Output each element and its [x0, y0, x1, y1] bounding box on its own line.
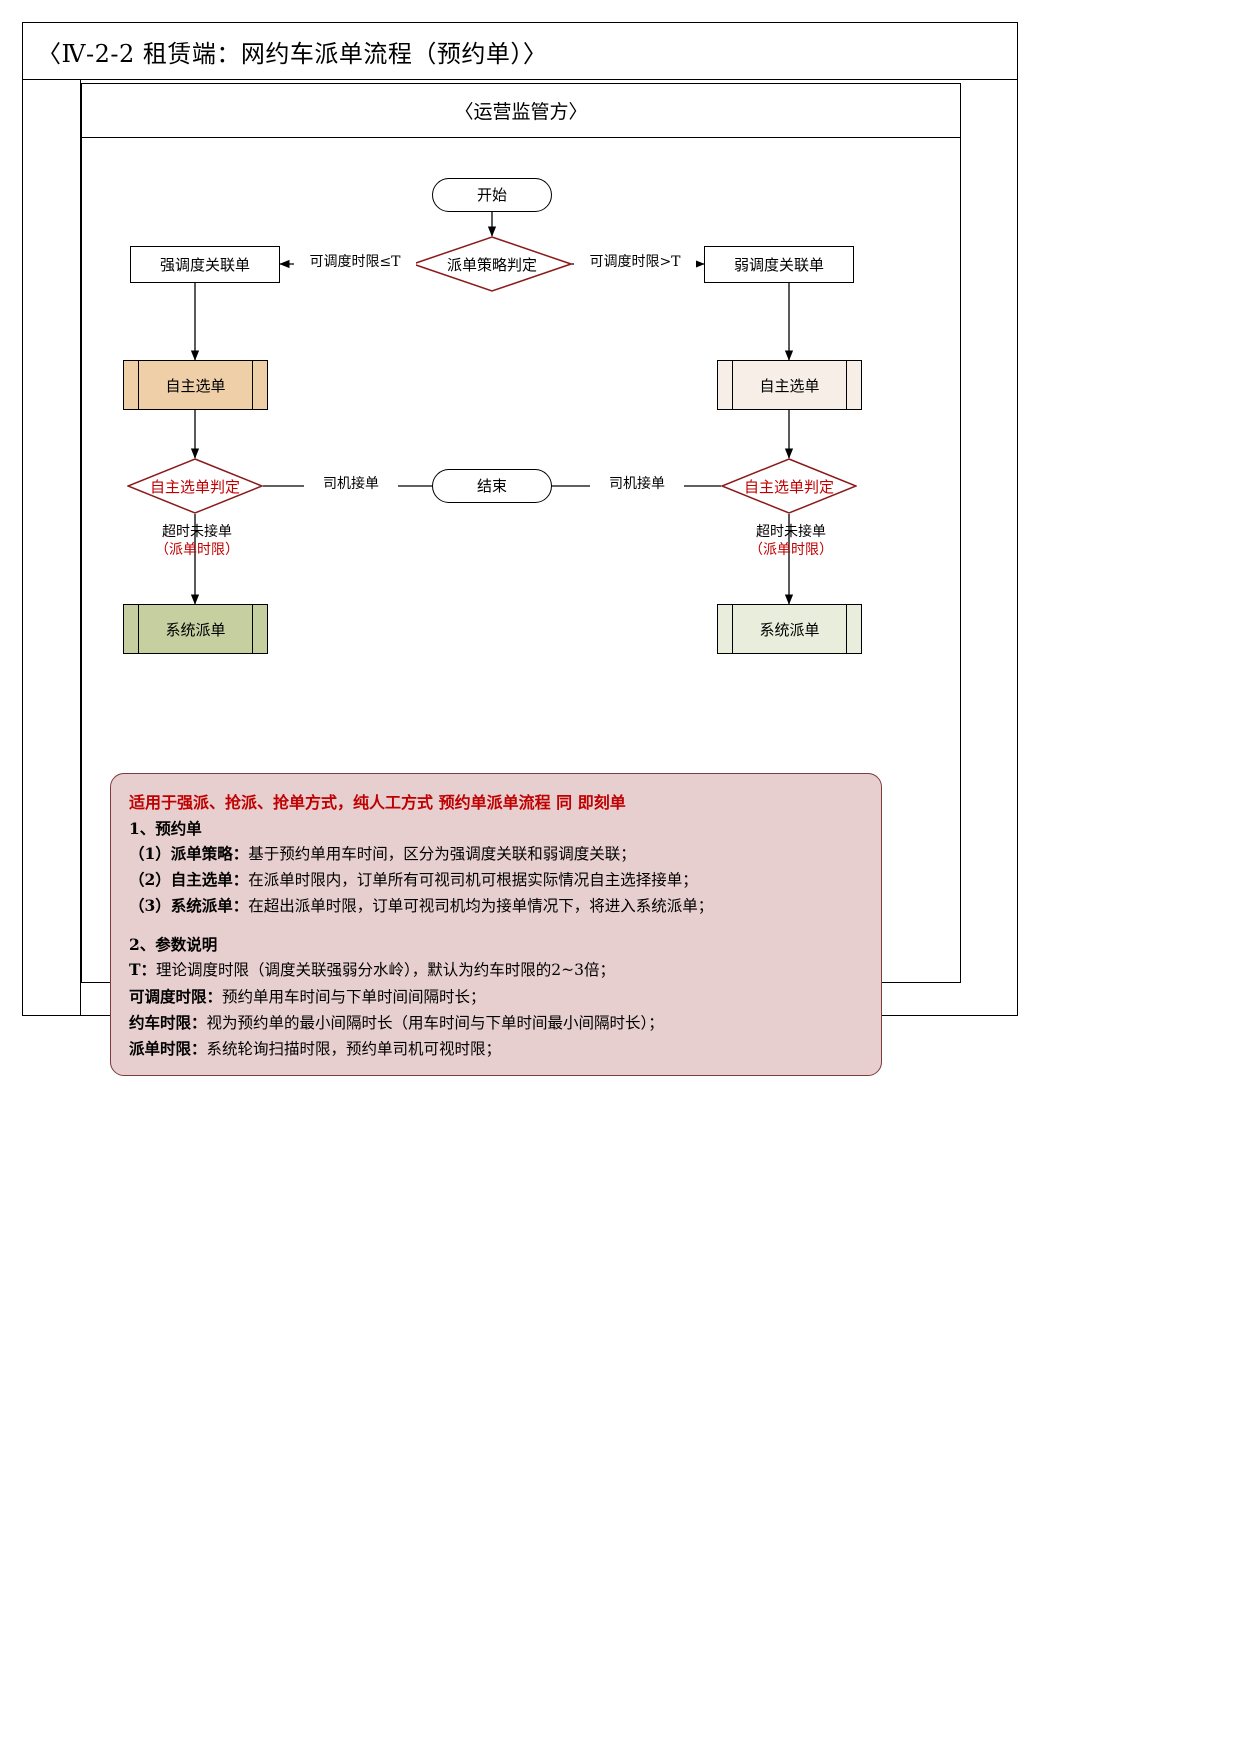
- edge-label-timeout-left-line2: （派单时限）: [155, 541, 239, 558]
- node-system-dispatch-left-label: 系统派单: [165, 620, 226, 639]
- notes-param: 约车时限：视为预约单的最小间隔时长（用车时间与下单时间最小间隔时长）；: [129, 1010, 863, 1036]
- node-self-select-right-label: 自主选单: [759, 376, 820, 395]
- swimlane-panel: 〈运营监管方〉: [81, 83, 961, 1076]
- node-strong-dispatch-link[interactable]: 强调度关联单: [130, 246, 280, 283]
- node-start-label: 开始: [476, 186, 507, 204]
- notes-param: 可调度时限：预约单用车时间与下单时间间隔时长；: [129, 984, 863, 1010]
- notes-item-label: （1）派单策略：: [129, 844, 249, 864]
- notes-item-label: （2）自主选单：: [129, 870, 249, 890]
- notes-callout: 适用于强派、抢派、抢单方式，纯人工方式 预约单派单流程 同 即刻单 1、预约单 …: [110, 773, 882, 1076]
- node-end-label: 结束: [476, 477, 507, 495]
- edge-label-driver-accept-left: 司机接单: [304, 476, 398, 494]
- notes-param-text: 视为预约单的最小间隔时长（用车时间与下单时间最小间隔时长）；: [206, 1013, 664, 1032]
- node-self-select-decision-right-label: 自主选单判定: [743, 477, 834, 496]
- node-system-dispatch-right[interactable]: 系统派单: [717, 604, 862, 654]
- notes-item: （2）自主选单：在派单时限内，订单所有可视司机可根据实际情况自主选择接单；: [129, 867, 863, 893]
- predef-bar-left: [138, 605, 140, 653]
- node-system-dispatch-right-label: 系统派单: [759, 620, 820, 639]
- predef-bar-right: [251, 361, 253, 409]
- notes-param-text: 预约单用车时间与下单时间间隔时长；: [222, 987, 486, 1006]
- node-weak-dispatch-link-label: 弱调度关联单: [733, 255, 824, 274]
- notes-item-label: （3）系统派单：: [129, 896, 249, 916]
- notes-param-text: 理论调度时限（调度关联强弱分水岭），默认为约车时限的2~3倍；: [156, 961, 616, 980]
- node-weak-dispatch-link[interactable]: 弱调度关联单: [704, 246, 854, 283]
- notes-param: 派单时限：系统轮询扫描时限，预约单司机可视时限；: [129, 1036, 863, 1062]
- edge-label-schedulable-gt-t: 可调度时限>T: [574, 254, 696, 272]
- page-title: 〈Ⅳ-2-2 租赁端：网约车派单流程（预约单）〉: [37, 39, 548, 68]
- node-self-select-decision-right[interactable]: 自主选单判定: [721, 458, 857, 514]
- predef-bar-right: [845, 361, 847, 409]
- notes-item: （3）系统派单：在超出派单时限，订单可视司机均为接单情况下，将进入系统派单；: [129, 893, 863, 919]
- notes-param-label: T：: [129, 960, 157, 980]
- node-self-select-decision-left[interactable]: 自主选单判定: [127, 458, 263, 514]
- edge-label-driver-accept-right: 司机接单: [590, 476, 684, 494]
- edge-label-schedulable-lte-t: 可调度时限≤T: [294, 254, 416, 272]
- notes-param-label: 约车时限：: [129, 1012, 207, 1032]
- swimlane-header-label: 〈运营监管方〉: [454, 101, 588, 123]
- predef-bar-left: [732, 605, 734, 653]
- left-gutter-column: [23, 80, 81, 1016]
- document-title-bar: 〈Ⅳ-2-2 租赁端：网约车派单流程（预约单）〉: [23, 23, 1017, 80]
- node-self-select-left-label: 自主选单: [165, 376, 226, 395]
- predef-bar-right: [251, 605, 253, 653]
- node-strong-dispatch-link-label: 强调度关联单: [159, 255, 250, 274]
- notes-param-text: 系统轮询扫描时限，预约单司机可视时限；: [206, 1039, 502, 1058]
- edge-label-timeout-right: 超时未接单 （派单时限）: [714, 524, 868, 559]
- edge-label-timeout-left-line1: 超时未接单: [162, 524, 232, 540]
- flowchart-canvas: 开始 派单策略判定 可调度时限≤T 可调度时限>T 强调度关联单 弱调度关联单: [82, 138, 960, 1076]
- edge-label-timeout-right-line1: 超时未接单: [756, 524, 826, 540]
- predef-bar-left: [138, 361, 140, 409]
- notes-highlight: 适用于强派、抢派、抢单方式，纯人工方式 预约单派单流程 同 即刻单: [129, 793, 626, 812]
- notes-param-label: 可调度时限：: [129, 986, 223, 1006]
- notes-param: T：理论调度时限（调度关联强弱分水岭），默认为约车时限的2~3倍；: [129, 957, 863, 983]
- notes-item: （1）派单策略：基于预约单用车时间，区分为强调度关联和弱调度关联；: [129, 841, 863, 867]
- predef-bar-left: [732, 361, 734, 409]
- node-dispatch-strategy-decision[interactable]: 派单策略判定: [412, 236, 572, 292]
- swimlane-header: 〈运营监管方〉: [82, 84, 960, 138]
- notes-spacer: [129, 919, 863, 932]
- notes-item-text: 基于预约单用车时间，区分为强调度关联和弱调度关联；: [248, 845, 636, 864]
- edge-label-timeout-left: 超时未接单 （派单时限）: [120, 524, 274, 559]
- notes-section2-title: 2、参数说明: [129, 935, 218, 955]
- node-self-select-decision-left-label: 自主选单判定: [149, 477, 240, 496]
- node-self-select-left[interactable]: 自主选单: [123, 360, 268, 410]
- predef-bar-right: [845, 605, 847, 653]
- node-start[interactable]: 开始: [432, 178, 552, 212]
- node-self-select-right[interactable]: 自主选单: [717, 360, 862, 410]
- node-dispatch-strategy-decision-label: 派单策略判定: [446, 255, 537, 274]
- notes-section1-title: 1、预约单: [129, 818, 202, 838]
- notes-item-text: 在派单时限内，订单所有可视司机可根据实际情况自主选择接单；: [248, 871, 698, 890]
- node-system-dispatch-left[interactable]: 系统派单: [123, 604, 268, 654]
- document-frame: 〈Ⅳ-2-2 租赁端：网约车派单流程（预约单）〉 〈运营监管方〉: [22, 22, 1018, 1076]
- notes-param-label: 派单时限：: [129, 1038, 207, 1058]
- node-end[interactable]: 结束: [432, 469, 552, 503]
- edge-label-timeout-right-line2: （派单时限）: [749, 541, 833, 558]
- notes-item-text: 在超出派单时限，订单可视司机均为接单情况下，将进入系统派单；: [248, 897, 714, 916]
